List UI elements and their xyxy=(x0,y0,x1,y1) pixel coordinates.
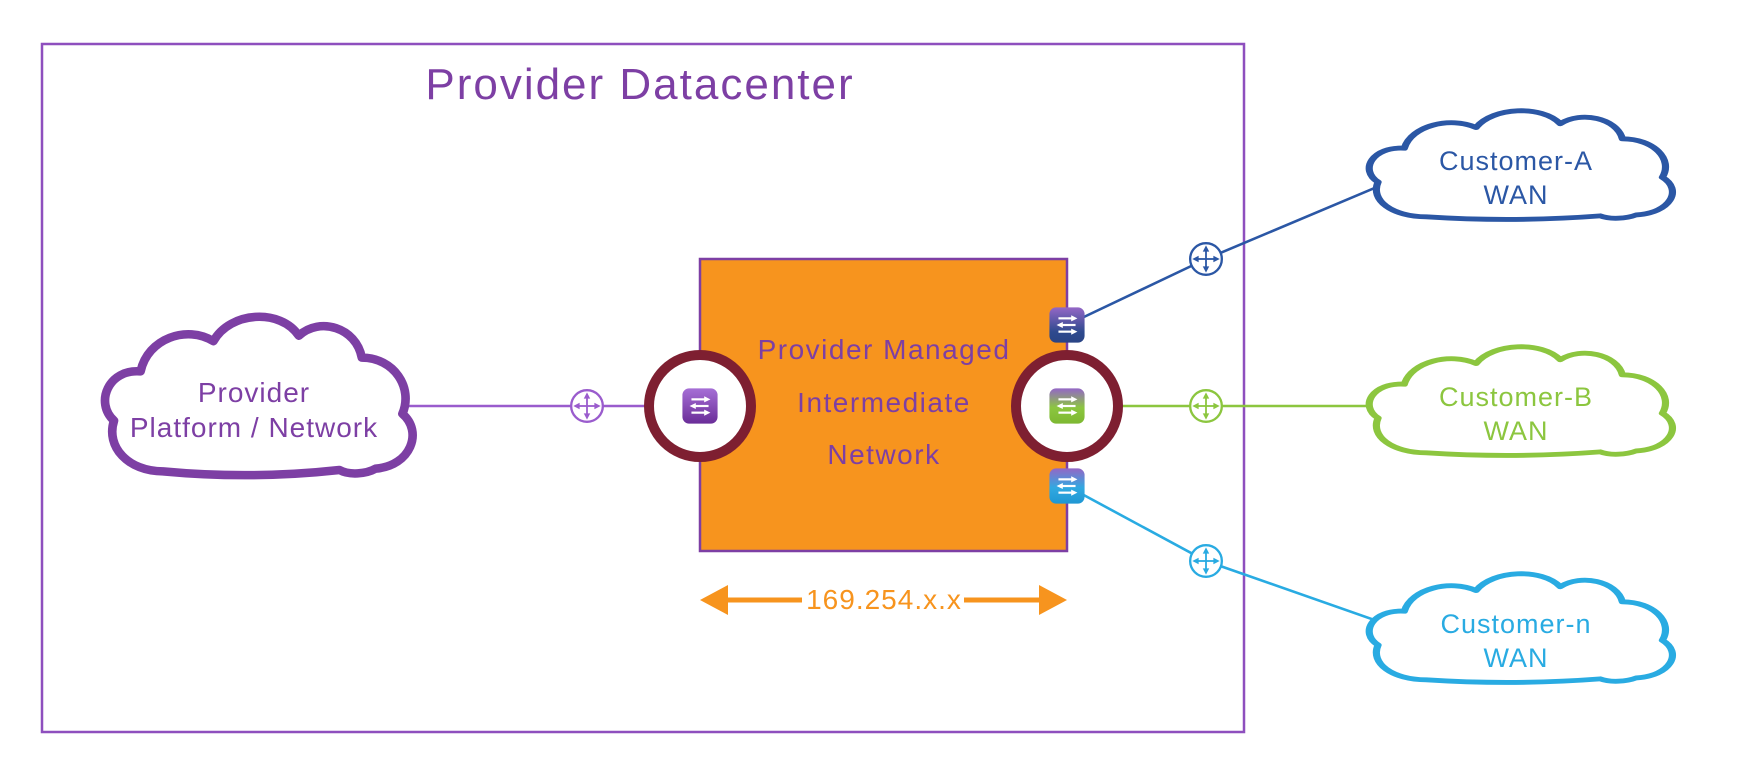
router-icon-customer-b xyxy=(1188,388,1224,424)
customer-a-cloud: Customer-A WAN xyxy=(1369,111,1672,220)
intermediate-network-box xyxy=(698,257,1069,553)
nat-icon-customer-a xyxy=(1049,307,1085,343)
subnet-range-arrow xyxy=(700,585,1067,615)
provider-datacenter-boundary xyxy=(40,42,1246,734)
intermediate-box-label-line3: Network xyxy=(827,439,940,470)
customer-b-name: Customer-B xyxy=(1439,382,1593,412)
arrow-head-right xyxy=(1039,585,1067,615)
customer-a-name: Customer-A xyxy=(1439,146,1593,176)
customer-b-cloud: Customer-B WAN xyxy=(1369,347,1672,456)
nat-icon-customer-b xyxy=(1049,388,1085,424)
provider-cloud-label-line1: Provider xyxy=(198,377,310,408)
customer-n-cloud: Customer-n WAN xyxy=(1369,574,1672,683)
nat-icon-customer-n xyxy=(1049,468,1085,504)
arrow-shaft-right xyxy=(964,597,1042,603)
subnet-range-label: 169.254.x.x xyxy=(806,584,962,615)
intermediate-box-label-line2: Intermediate xyxy=(797,387,971,418)
customer-n-wan-label: WAN xyxy=(1484,643,1549,673)
router-icon-customer-n xyxy=(1188,543,1224,579)
router-icon-provider xyxy=(569,388,605,424)
diagram-title: Provider Datacenter xyxy=(425,60,854,109)
nat-icon-provider-side xyxy=(682,388,718,424)
provider-cloud-label-line2: Platform / Network xyxy=(130,412,378,443)
customer-b-wan-label: WAN xyxy=(1484,416,1549,446)
router-icon-customer-a xyxy=(1188,241,1224,277)
intermediate-box-label-line1: Provider Managed xyxy=(758,334,1011,365)
provider-cloud: Provider Platform / Network xyxy=(105,317,413,475)
customer-n-name: Customer-n xyxy=(1440,609,1591,639)
arrow-head-left xyxy=(700,585,728,615)
customer-a-wan-label: WAN xyxy=(1484,180,1549,210)
arrow-shaft-left xyxy=(724,597,802,603)
